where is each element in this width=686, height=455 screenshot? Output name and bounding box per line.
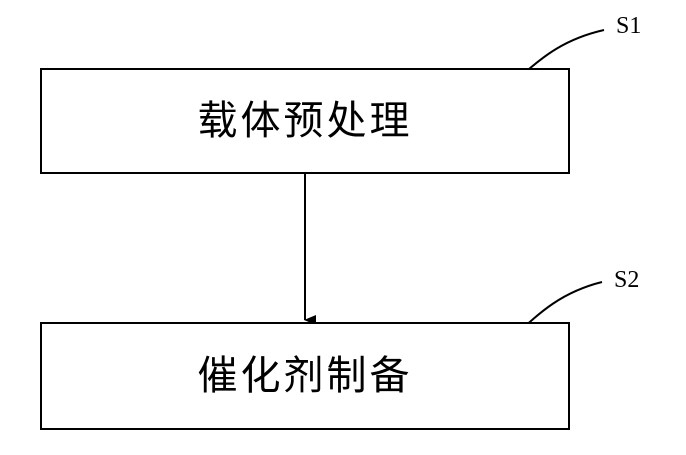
step-text: 载体预处理 [198, 101, 413, 141]
step-text: 催化剂制备 [198, 356, 413, 396]
step-label-s1: S1 [616, 14, 641, 38]
step-label-s2: S2 [614, 268, 639, 292]
step-box-carrier-pretreatment: 载体预处理 [40, 68, 570, 174]
step-box-catalyst-preparation: 催化剂制备 [40, 322, 570, 430]
